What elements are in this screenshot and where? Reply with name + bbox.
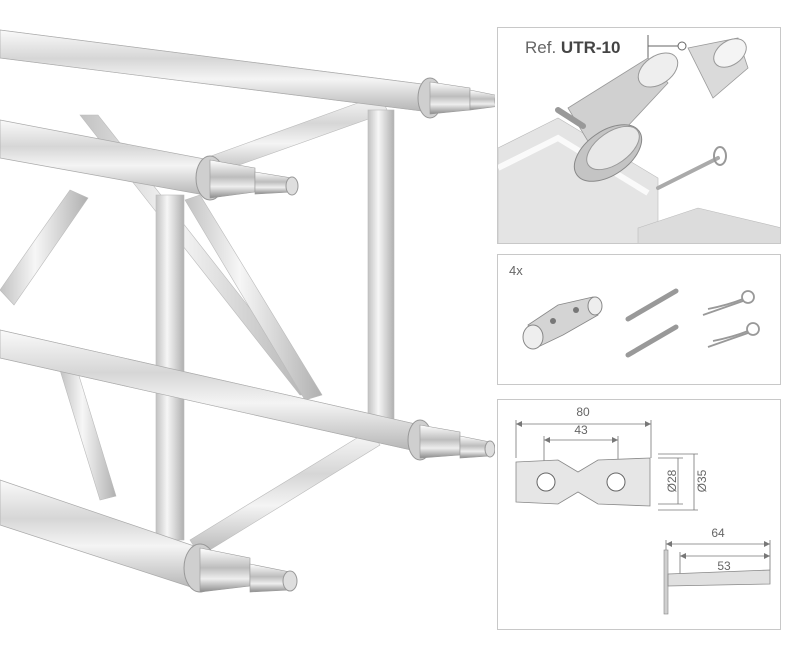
diagonal-braces [0,94,389,557]
connector-closeup-image [498,35,780,243]
reference-label: Ref. UTR-10 [525,38,620,58]
spigot-pin-drawing [663,549,771,615]
kit-parts-image [522,288,760,358]
spigot-connector-bottom-back [407,419,495,461]
spigot-pin-part [625,288,679,358]
dimensions-panel: 80 43 Ø28 Ø35 64 53 [497,399,781,630]
reference-panel: Ref. UTR-10 [497,27,781,244]
reference-code: UTR-10 [560,38,621,57]
r-clip-part [702,290,760,348]
connector-overall-length: 80 [576,405,590,419]
spigot-connector-top-back [417,77,495,119]
connector-inner-diameter: Ø28 [665,469,679,492]
reference-prefix: Ref. [525,38,557,57]
spigot-connector-bottom-front [183,543,298,593]
dimension-drawing: 80 43 Ø28 Ø35 64 53 [515,405,771,615]
vertical-posts [155,109,395,541]
connector-hole-spacing: 43 [574,423,588,437]
conical-connector-part [522,296,603,350]
pin-shaft-length: 53 [717,559,731,573]
spigot-connector-top-front [195,155,299,201]
kit-contents-panel: 4x [497,254,781,385]
truss-illustration [0,29,495,593]
front-chords [0,29,431,591]
quantity-label: 4x [509,263,523,278]
conical-connector-drawing [515,457,651,507]
connector-outer-diameter: Ø35 [695,469,709,492]
pin-overall-length: 64 [711,526,725,540]
